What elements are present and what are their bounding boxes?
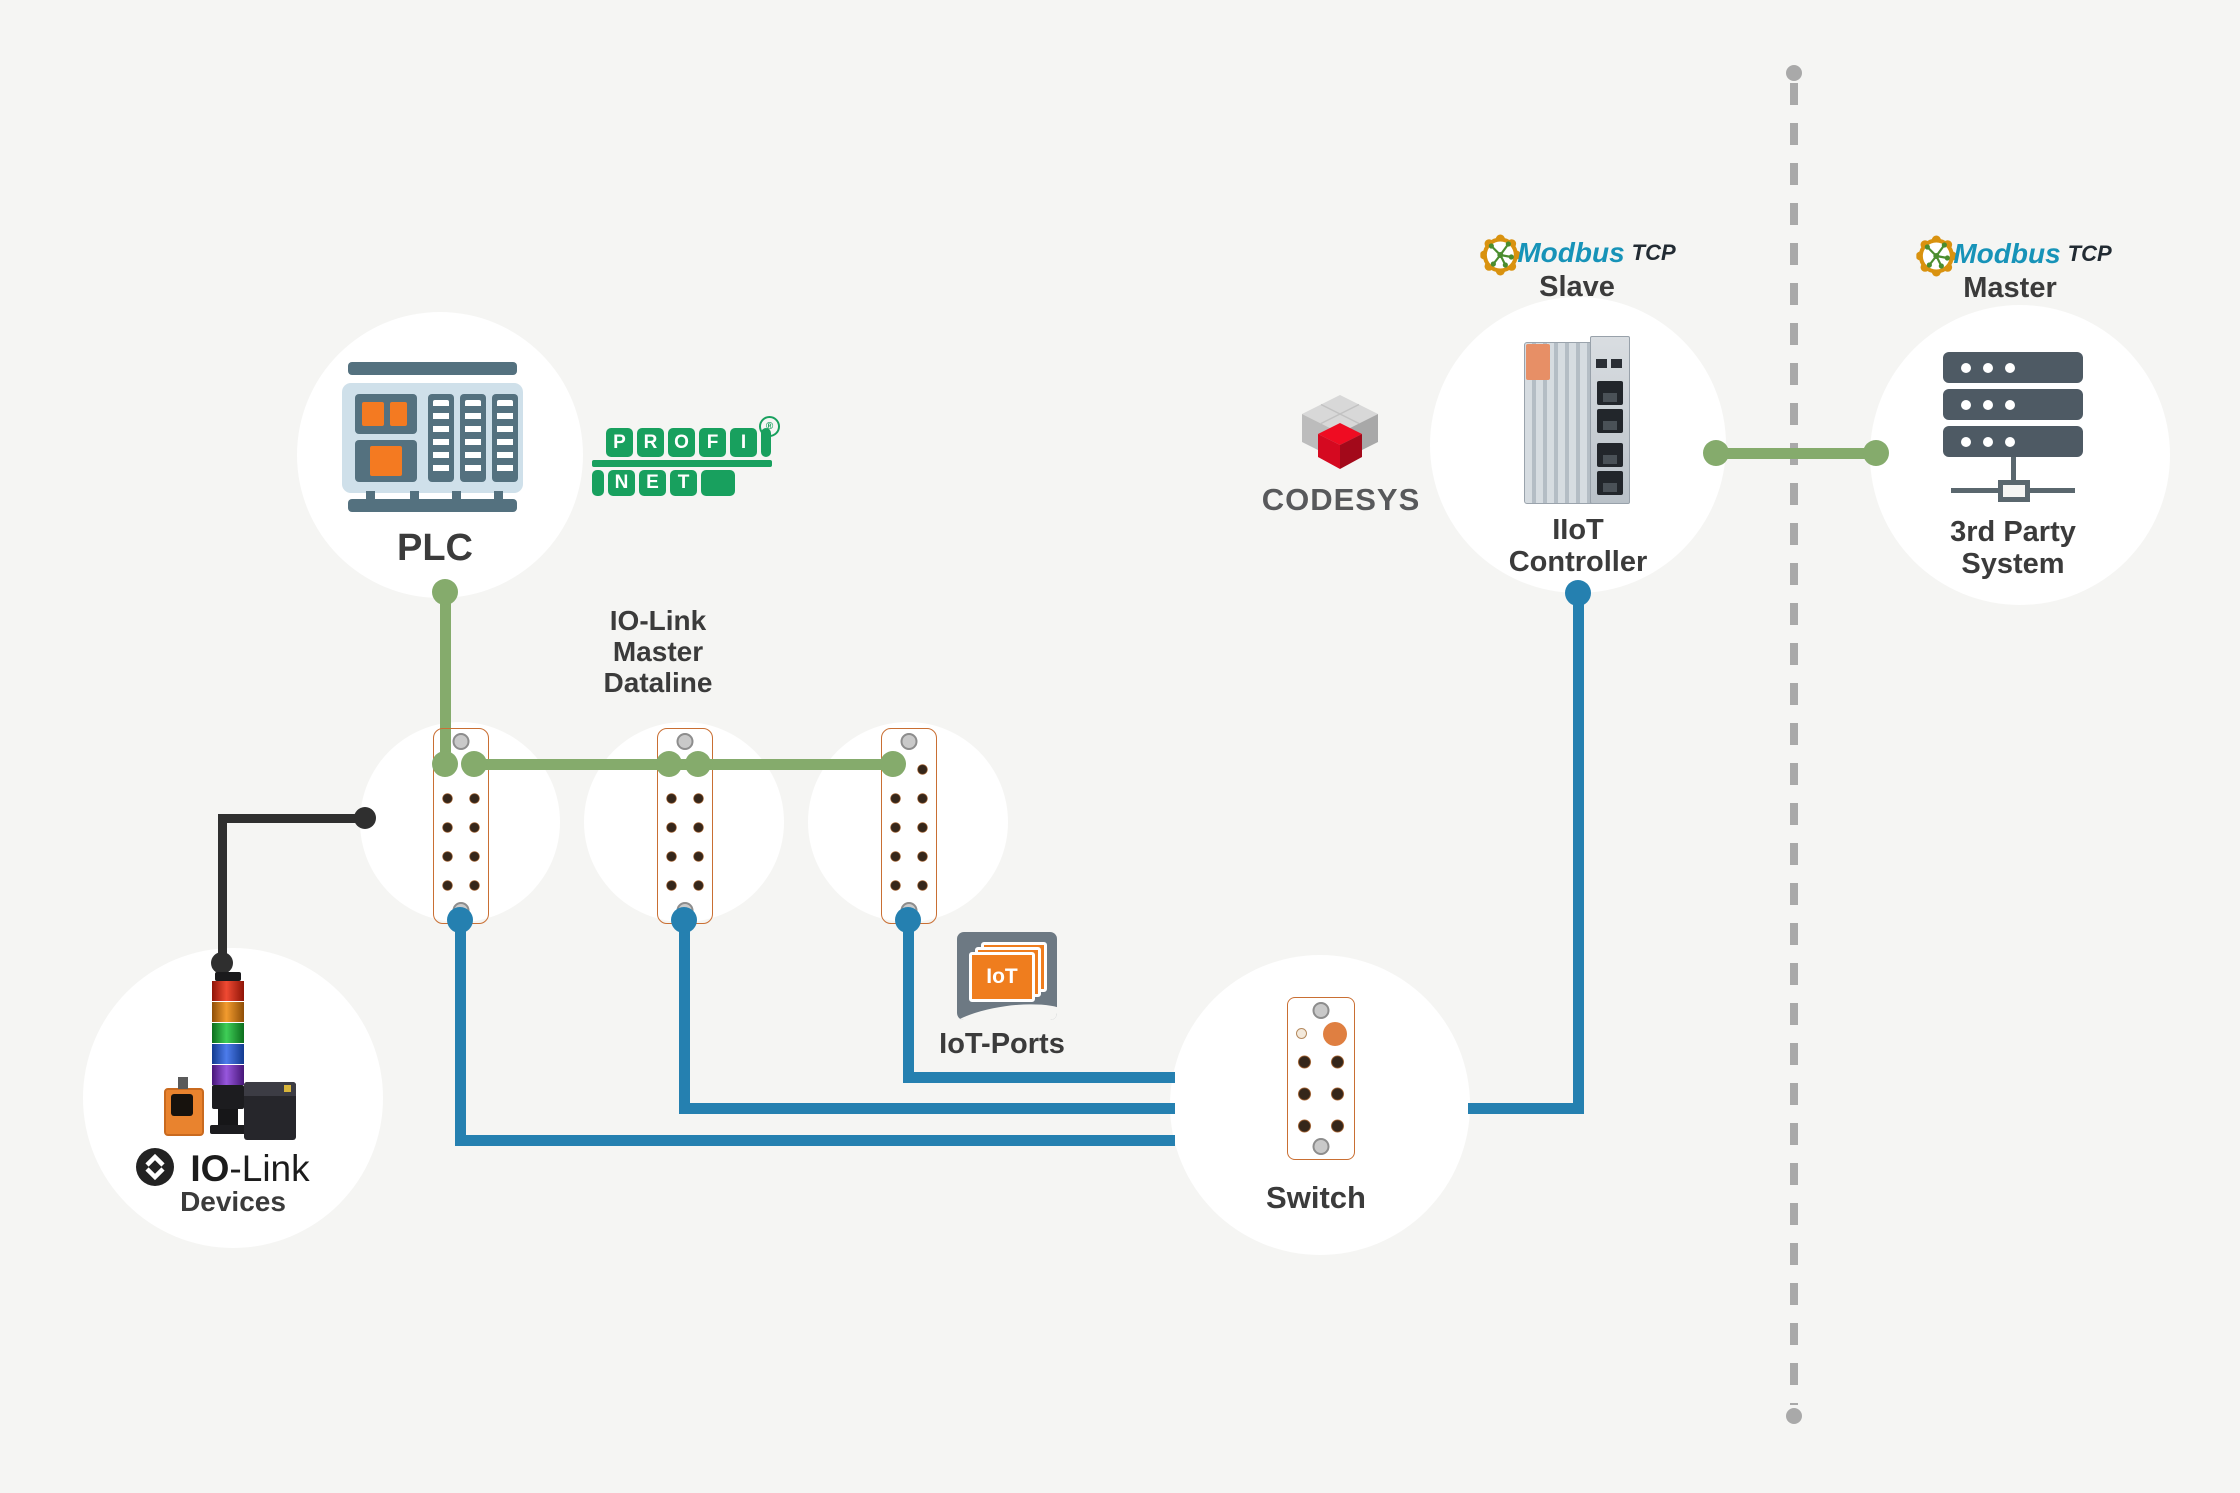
registered-mark: ®: [759, 416, 780, 437]
profinet-letter-tile: T: [670, 470, 697, 496]
connector-dot: [354, 807, 376, 829]
io-link-master-module-2: [657, 728, 713, 924]
connector-dot: [880, 751, 906, 777]
blue-line-master2-h: [679, 1103, 1175, 1114]
profinet-letter-tile: O: [668, 428, 695, 457]
connector-dot: [671, 907, 697, 933]
codesys-label: CODESYS: [1261, 482, 1421, 517]
connector-dot: [1703, 440, 1729, 466]
io-link-logo-icon: [136, 1148, 174, 1186]
blue-line-master2-v: [679, 920, 690, 1114]
iot-ports-icon: IoT: [957, 932, 1057, 1020]
plc-cpu-module: [355, 394, 417, 434]
profinet-letter-tile: F: [699, 428, 726, 457]
profinet-bar: [592, 460, 772, 467]
blue-line-switch-to-iiot-v: [1573, 593, 1584, 1114]
io-link-device-box: [244, 1082, 296, 1140]
plc-top-rail: [348, 362, 517, 375]
master-dataline-caption: IO-Link Master Dataline: [603, 605, 713, 698]
plc-power-module: [355, 440, 417, 482]
blue-line-master3-v: [903, 920, 914, 1083]
boundary-bottom-dot: [1786, 1408, 1802, 1424]
blue-line-master3-h: [903, 1072, 1175, 1083]
switch-module: [1287, 997, 1355, 1160]
blue-line-master1-h: [455, 1135, 1175, 1146]
switch-label: Switch: [1266, 1180, 1366, 1215]
plc-io-column: [428, 394, 454, 482]
plc-rack: [342, 383, 523, 493]
profinet-letter-tile: R: [637, 428, 664, 457]
io-link-master-module-3: [881, 728, 937, 924]
io-link-master-module-1: [433, 728, 489, 924]
black-line-devices-v: [218, 814, 227, 963]
iot-ports-label: IoT-Ports: [939, 1028, 1065, 1060]
codesys-logo: [1288, 393, 1392, 486]
plc-io-column: [492, 394, 518, 482]
modbus-master-role: Master: [1963, 272, 2057, 304]
io-link-sensor: [164, 1077, 204, 1136]
modbus-slave-role: Slave: [1539, 271, 1615, 303]
modbus-master-logo: Modbus TCP: [1916, 231, 2112, 277]
plc-bottom-rail: [348, 499, 517, 512]
iiot-controller-device: [1524, 336, 1630, 506]
modbus-gear-icon: [1916, 235, 1957, 277]
connector-dot: [432, 751, 458, 777]
green-line-plc-down: [440, 592, 451, 769]
connector-dot: [211, 952, 233, 974]
iiot-controller-label: IIoT Controller: [1508, 514, 1648, 578]
plc-label: PLC: [397, 527, 473, 569]
stack-light: [205, 972, 251, 1134]
connector-dot: [447, 907, 473, 933]
io-link-brand: IO-Link: [190, 1148, 310, 1189]
connector-dot: [432, 579, 458, 605]
boundary-dashed-line: [1790, 83, 1798, 1405]
connector-dot: [1565, 580, 1591, 606]
modbus-gear-icon: [1480, 234, 1521, 276]
profinet-letter-tile: E: [639, 470, 666, 496]
blue-line-switch-h: [1468, 1103, 1584, 1114]
black-line-devices-h: [222, 814, 365, 823]
iot-card-front: IoT: [969, 952, 1035, 1002]
devices-label: Devices: [180, 1186, 286, 1217]
plc-icon: [342, 362, 523, 512]
thirdparty-label: 3rd Party System: [1950, 516, 2076, 580]
plc-io-column: [460, 394, 486, 482]
profinet-letter-tile: I: [730, 428, 757, 457]
connector-dot: [461, 751, 487, 777]
connector-dot: [895, 907, 921, 933]
profinet-letter-tile: P: [606, 428, 633, 457]
green-line-dataline: [474, 759, 893, 770]
iiot-port-panel: [1590, 336, 1630, 504]
connector-dot: [685, 751, 711, 777]
green-line-iiot-to-thirdparty: [1716, 448, 1876, 459]
modbus-slave-logo: Modbus TCP: [1480, 230, 1676, 276]
connector-dot: [656, 751, 682, 777]
server-icon: [1943, 352, 2083, 512]
iiot-orange-clip: [1526, 344, 1550, 380]
blue-line-master1-v: [455, 920, 466, 1146]
boundary-top-dot: [1786, 65, 1802, 81]
connector-dot: [1863, 440, 1889, 466]
profinet-letter-tile: N: [608, 470, 635, 496]
